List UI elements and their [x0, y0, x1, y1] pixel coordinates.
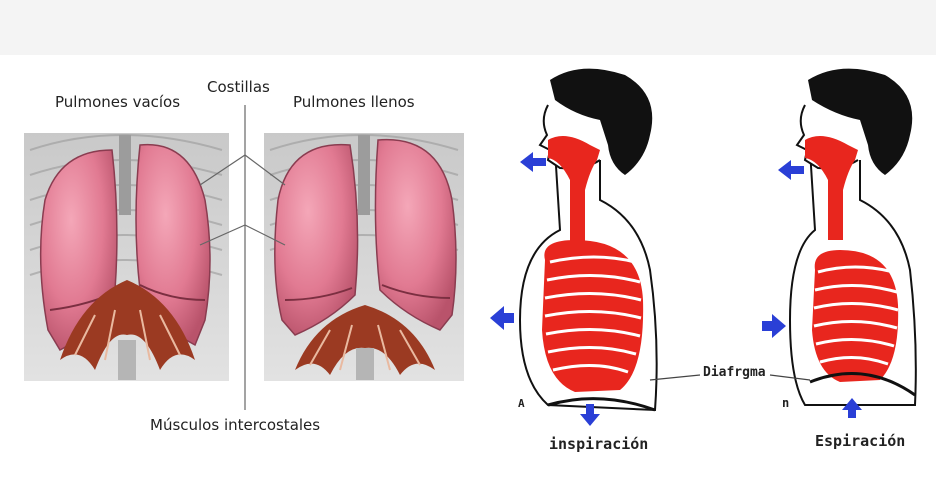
arrow-chest-in-icon: [762, 314, 786, 338]
full-lungs-label: Pulmones llenos: [293, 93, 415, 111]
expiration-figure: [762, 69, 916, 418]
arrow-mouth-out-icon: [778, 160, 804, 180]
empty-lungs-label: Pulmones vacíos: [55, 93, 180, 111]
expiration-label: Espiración: [815, 432, 905, 450]
arrow-diaphragm-up-icon: [842, 398, 862, 418]
marker-a-label: A: [518, 397, 525, 410]
inspiration-label: inspiración: [549, 435, 648, 453]
airway-inspiration: [548, 136, 600, 245]
diaphragm-leader-line-2: [770, 375, 810, 380]
full-lungs-illustration: [264, 133, 464, 381]
arrow-mouth-in-icon: [520, 152, 546, 172]
inspiration-figure: [490, 69, 657, 426]
marker-b-label: n: [782, 396, 789, 410]
ribs-label: Costillas: [207, 78, 270, 96]
diaphragm-label: Diafrgma: [703, 365, 766, 380]
empty-lungs-illustration: [24, 133, 229, 381]
arrow-chest-out-icon: [490, 306, 514, 330]
intercostal-muscles-label: Músculos intercostales: [150, 416, 320, 434]
